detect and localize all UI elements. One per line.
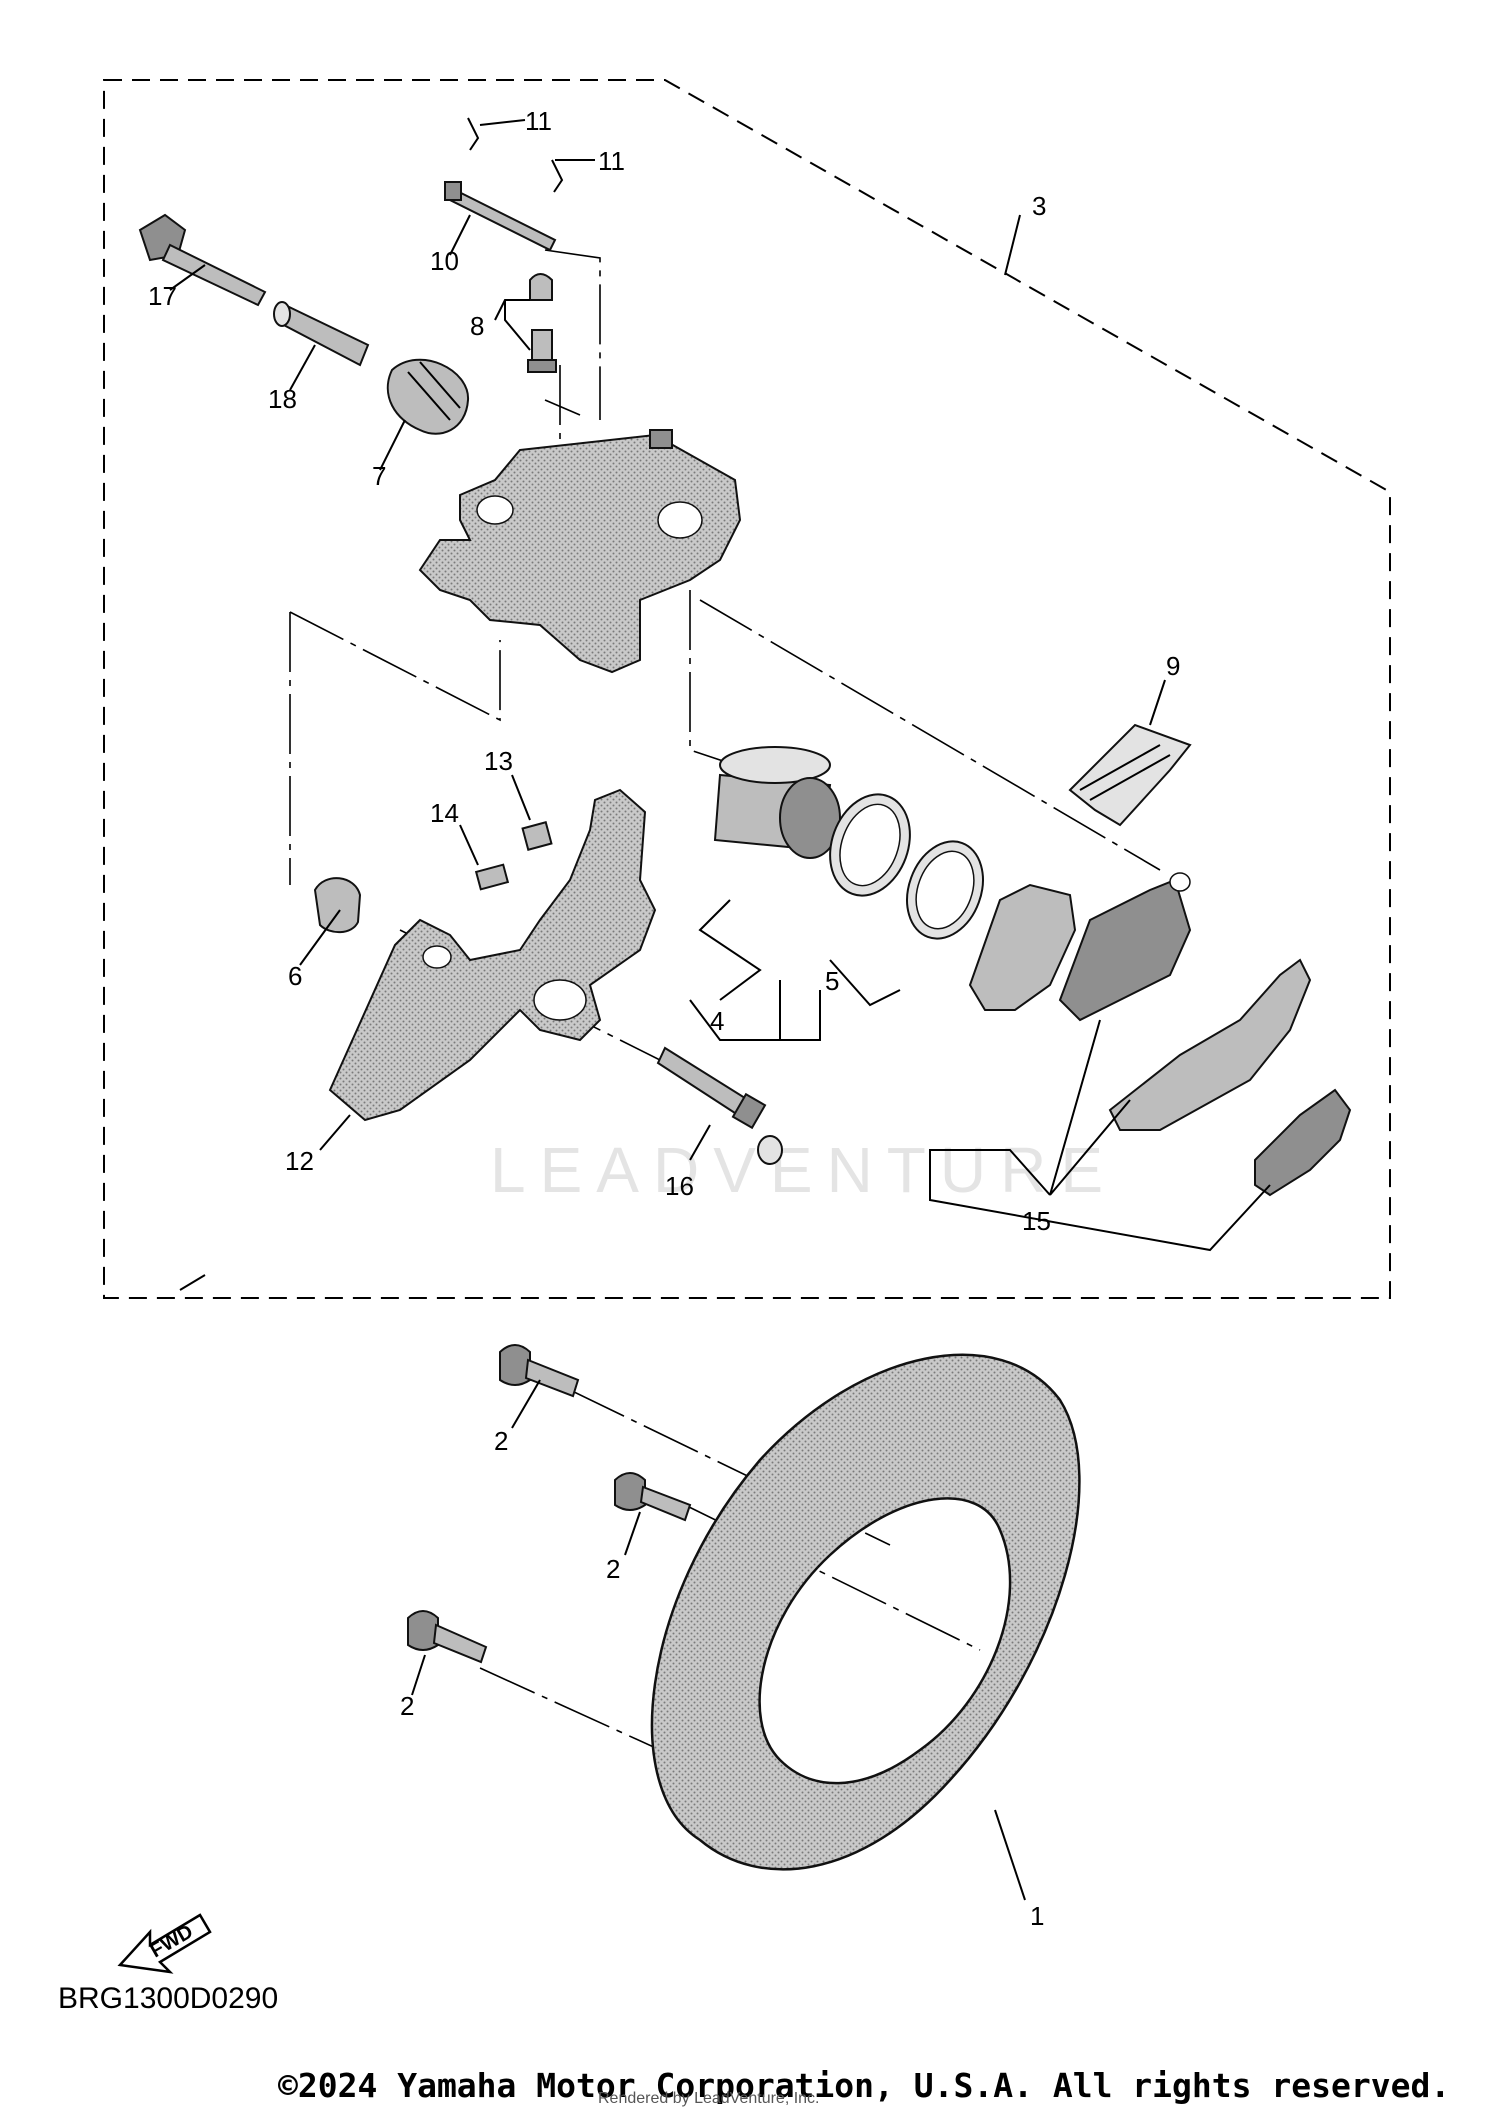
piston-4 [713, 746, 841, 859]
callout-12: 12 [285, 1146, 314, 1176]
callout-18: 18 [268, 384, 297, 414]
rendered-by-notice: Rendered by LeadVenture, Inc. [598, 2090, 820, 2107]
callout-9: 9 [1166, 651, 1180, 681]
diagram-code: BRG1300D0290 [58, 1982, 279, 2015]
caliper-assembly-boundary [103, 79, 1391, 1299]
callout-11b: 11 [598, 146, 625, 176]
callout-2c: 2 [400, 1691, 414, 1721]
caliper-body [418, 429, 742, 674]
bushing-6 [313, 877, 362, 934]
caliper-bracket-12 [328, 788, 657, 1122]
pad-spring-9 [1068, 723, 1192, 827]
boot-7 [386, 358, 470, 435]
callout-8: 8 [470, 311, 484, 341]
fwd-arrow-icon: FWD [117, 1913, 212, 1974]
clip-13 [521, 821, 553, 851]
clip-14 [474, 863, 510, 891]
callout-13: 13 [484, 746, 513, 776]
piston-seal-5 [829, 793, 984, 940]
copyright-notice: ©2024 Yamaha Motor Corporation, U.S.A. A… [278, 2066, 1451, 2105]
callout-1: 1 [1030, 1901, 1044, 1931]
slide-pin-16 [656, 1046, 783, 1165]
bleed-screw-8 [527, 273, 557, 373]
leader-lines [169, 119, 1271, 1901]
callout-numbers: 1 2 2 2 3 4 5 6 7 8 9 10 11 11 12 13 14 … [148, 106, 1180, 1931]
callout-15: 15 [1022, 1206, 1051, 1236]
brake-disc-1 [650, 1353, 1081, 1871]
sleeve-18 [273, 301, 370, 367]
callout-5: 5 [825, 966, 839, 996]
callout-3: 3 [1032, 191, 1046, 221]
pad-pin-10 [444, 181, 557, 252]
callout-6: 6 [288, 961, 302, 991]
callout-7: 7 [372, 461, 386, 491]
disc-bolt-2 [407, 1344, 692, 1664]
callout-10: 10 [430, 246, 459, 276]
callout-17: 17 [148, 281, 177, 311]
callout-2b: 2 [606, 1554, 620, 1584]
callout-14: 14 [430, 798, 459, 828]
watermark: LEADVENTURE [490, 1134, 1117, 1206]
callout-2a: 2 [494, 1426, 508, 1456]
caliper-bolt-17 [138, 213, 267, 307]
callout-4: 4 [710, 1006, 724, 1036]
clip-11 [467, 117, 564, 193]
callout-11a: 11 [525, 106, 552, 136]
callout-16: 16 [665, 1171, 694, 1201]
brake-pads-15 [968, 872, 1352, 1197]
